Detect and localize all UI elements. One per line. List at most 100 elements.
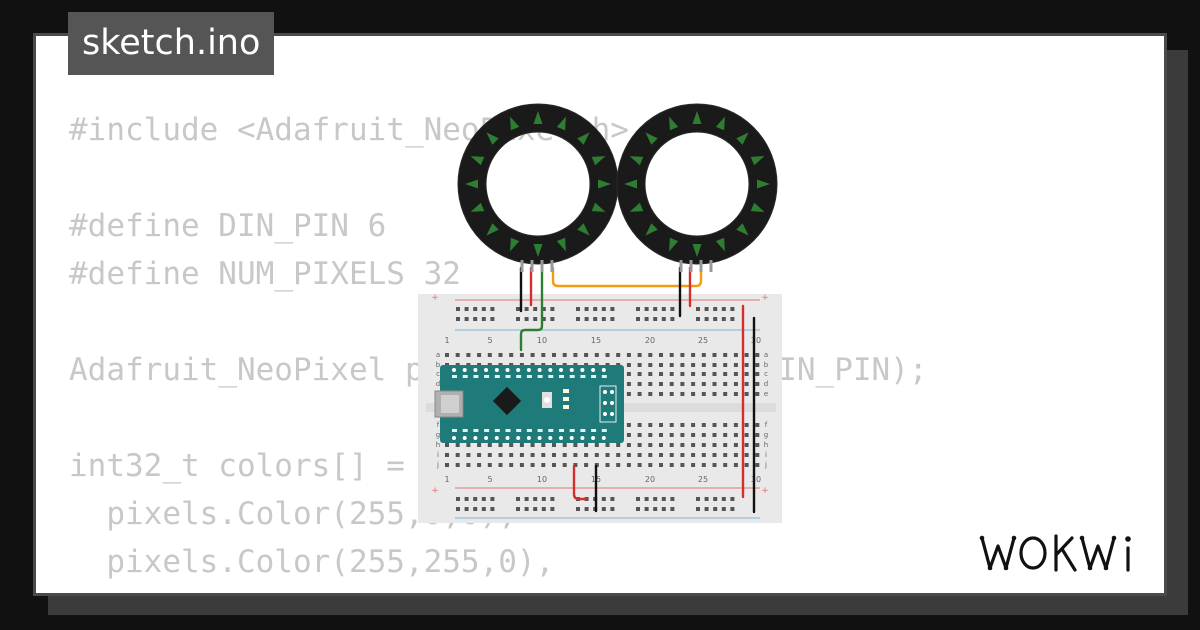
- neopixel-led: [715, 116, 725, 131]
- breadboard-hole: [691, 423, 696, 427]
- breadboard-hole: [744, 372, 749, 376]
- rail-hole: [584, 307, 589, 311]
- rail-hole: [721, 497, 726, 501]
- neopixel-led: [645, 223, 658, 236]
- nano-pin: [494, 436, 499, 440]
- pin-label-mark: [505, 429, 511, 432]
- breadboard-hole: [733, 423, 738, 427]
- breadboard-hole: [626, 382, 631, 386]
- breadboard-hole: [466, 453, 471, 457]
- neopixel-led: [669, 116, 679, 131]
- nano-pin: [516, 436, 521, 440]
- rail-hole: [473, 497, 478, 501]
- breadboard-hole: [691, 382, 696, 386]
- pin-label-mark: [505, 375, 511, 378]
- rail-hole: [481, 497, 486, 501]
- neopixel-led: [533, 111, 543, 124]
- column-label: 10: [537, 336, 547, 345]
- breadboard-hole: [530, 453, 535, 457]
- breadboard-hole: [487, 443, 492, 447]
- breadboard-hole: [584, 463, 589, 467]
- file-tab[interactable]: sketch.ino: [68, 12, 275, 75]
- breadboard-hole: [669, 363, 674, 367]
- rail-hole: [636, 307, 640, 311]
- rail-hole: [653, 317, 658, 321]
- plus-label: +: [431, 486, 439, 496]
- rail-hole: [644, 497, 649, 501]
- breadboard-hole: [701, 443, 706, 447]
- breadboard-hole: [680, 392, 685, 396]
- rail-hole: [490, 307, 495, 311]
- pin-label-mark: [494, 375, 500, 378]
- breadboard-hole: [680, 372, 685, 376]
- rail-hole: [721, 507, 726, 511]
- column-label: 20: [645, 475, 655, 484]
- breadboard-hole: [648, 353, 653, 357]
- rail-hole: [721, 317, 726, 321]
- rail-hole: [473, 317, 478, 321]
- breadboard-hole: [626, 453, 631, 457]
- usb-inner: [441, 395, 459, 413]
- rail-hole: [490, 497, 495, 501]
- neopixel-led: [736, 223, 749, 236]
- nano-pin: [569, 368, 574, 372]
- neopixel-led: [470, 202, 485, 212]
- breadboard-hole: [712, 453, 717, 457]
- neopixel-led: [465, 179, 478, 189]
- pin-label-mark: [537, 375, 543, 378]
- circuit-simulation[interactable]: ++++115510101515202025253030aabbccddeeff…: [410, 100, 790, 530]
- row-label: g: [764, 431, 768, 439]
- nano-pin: [452, 368, 456, 372]
- rail-hole: [456, 317, 460, 321]
- breadboard-hole: [669, 443, 674, 447]
- breadboard-hole: [626, 372, 631, 376]
- ring-inner-edge: [644, 131, 750, 237]
- rail-hole: [541, 307, 546, 311]
- breadboard-hole: [648, 392, 653, 396]
- breadboard-hole: [584, 443, 589, 447]
- rail-hole: [696, 307, 700, 311]
- code-line: #define NUM_PIXELS 32: [69, 256, 461, 292]
- breadboard-hole: [659, 443, 663, 447]
- breadboard-hole: [744, 463, 749, 467]
- plus-label: +: [431, 293, 439, 303]
- icsp-header: [599, 385, 617, 423]
- neopixel-led: [556, 237, 566, 252]
- ring-pin: [679, 260, 683, 272]
- nano-pin: [473, 368, 478, 372]
- code-line: pixels.Color(255,255,0),: [69, 544, 555, 580]
- breadboard-hole: [519, 353, 524, 357]
- breadboard-hole: [659, 392, 663, 396]
- breadboard-hole: [594, 443, 599, 447]
- breadboard-hole: [648, 382, 653, 386]
- neopixel-rings: [457, 103, 778, 272]
- breadboard-hole: [605, 353, 610, 357]
- rail-hole: [661, 507, 666, 511]
- rail-hole: [713, 497, 718, 501]
- neopixel-ring-2: [616, 103, 778, 272]
- column-label: 5: [487, 475, 492, 484]
- breadboard-hole: [680, 423, 685, 427]
- nano-pin: [526, 436, 531, 440]
- breadboard-hole: [659, 433, 663, 437]
- rail-hole: [550, 497, 555, 501]
- row-label: c: [764, 370, 768, 378]
- breadboard-hole: [626, 353, 631, 357]
- nano-pin: [559, 368, 563, 372]
- breadboard-hole: [723, 423, 728, 427]
- rail-hole: [704, 307, 709, 311]
- row-label: e: [764, 390, 768, 398]
- breadboard-hole: [659, 382, 663, 386]
- breadboard-hole: [648, 453, 653, 457]
- rail-hole: [696, 497, 700, 501]
- breadboard-hole: [712, 372, 717, 376]
- rail-hole: [713, 317, 718, 321]
- breadboard-hole: [637, 423, 642, 427]
- ring-pin: [540, 260, 544, 272]
- breadboard-hole: [637, 363, 642, 367]
- ring-pin: [699, 260, 703, 272]
- breadboard-hole: [552, 443, 556, 447]
- neopixel-led: [645, 132, 658, 145]
- nano-pin: [569, 436, 574, 440]
- breadboard-hole: [477, 443, 482, 447]
